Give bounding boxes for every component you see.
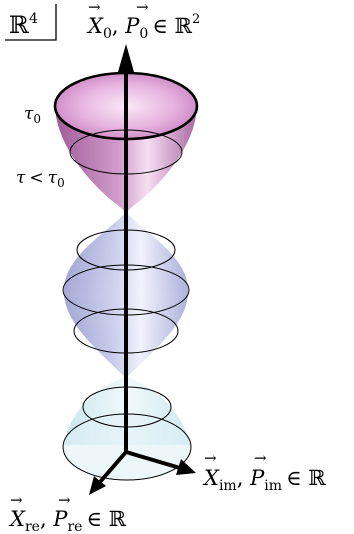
re-axis-arrowhead: [89, 476, 106, 495]
space-label-box: ℝ4: [5, 4, 57, 41]
axes: [89, 44, 196, 495]
im-axis-label-text: Xim, Pim∈ ℝ: [202, 466, 326, 494]
svg-text:→: →: [10, 491, 23, 509]
re-axis-label: → → Xre, Pre∈ ℝ: [8, 491, 127, 534]
tau-less-label: τ<τ0: [16, 168, 65, 190]
svg-text:→: →: [88, 0, 101, 16]
svg-text:→: →: [254, 449, 267, 467]
svg-text:→: →: [204, 449, 217, 467]
re-axis: [98, 450, 128, 484]
vertical-axis-arrowhead: [118, 44, 134, 72]
im-axis: [125, 450, 181, 470]
im-axis-label: → → Xim, Pim∈ ℝ: [202, 449, 326, 494]
vertical-axis-label-text: X0, P0∈ ℝ2: [86, 12, 200, 42]
re-axis-label-text: Xre, Pre∈ ℝ: [8, 507, 127, 534]
svg-text:→: →: [136, 0, 149, 16]
svg-text:→: →: [58, 491, 71, 509]
tau0-label: τ0: [24, 104, 41, 126]
vertical-axis-label: → → X0, P0∈ ℝ2: [86, 0, 200, 42]
space-label: ℝ4: [9, 11, 38, 39]
im-axis-arrowhead: [176, 459, 196, 475]
